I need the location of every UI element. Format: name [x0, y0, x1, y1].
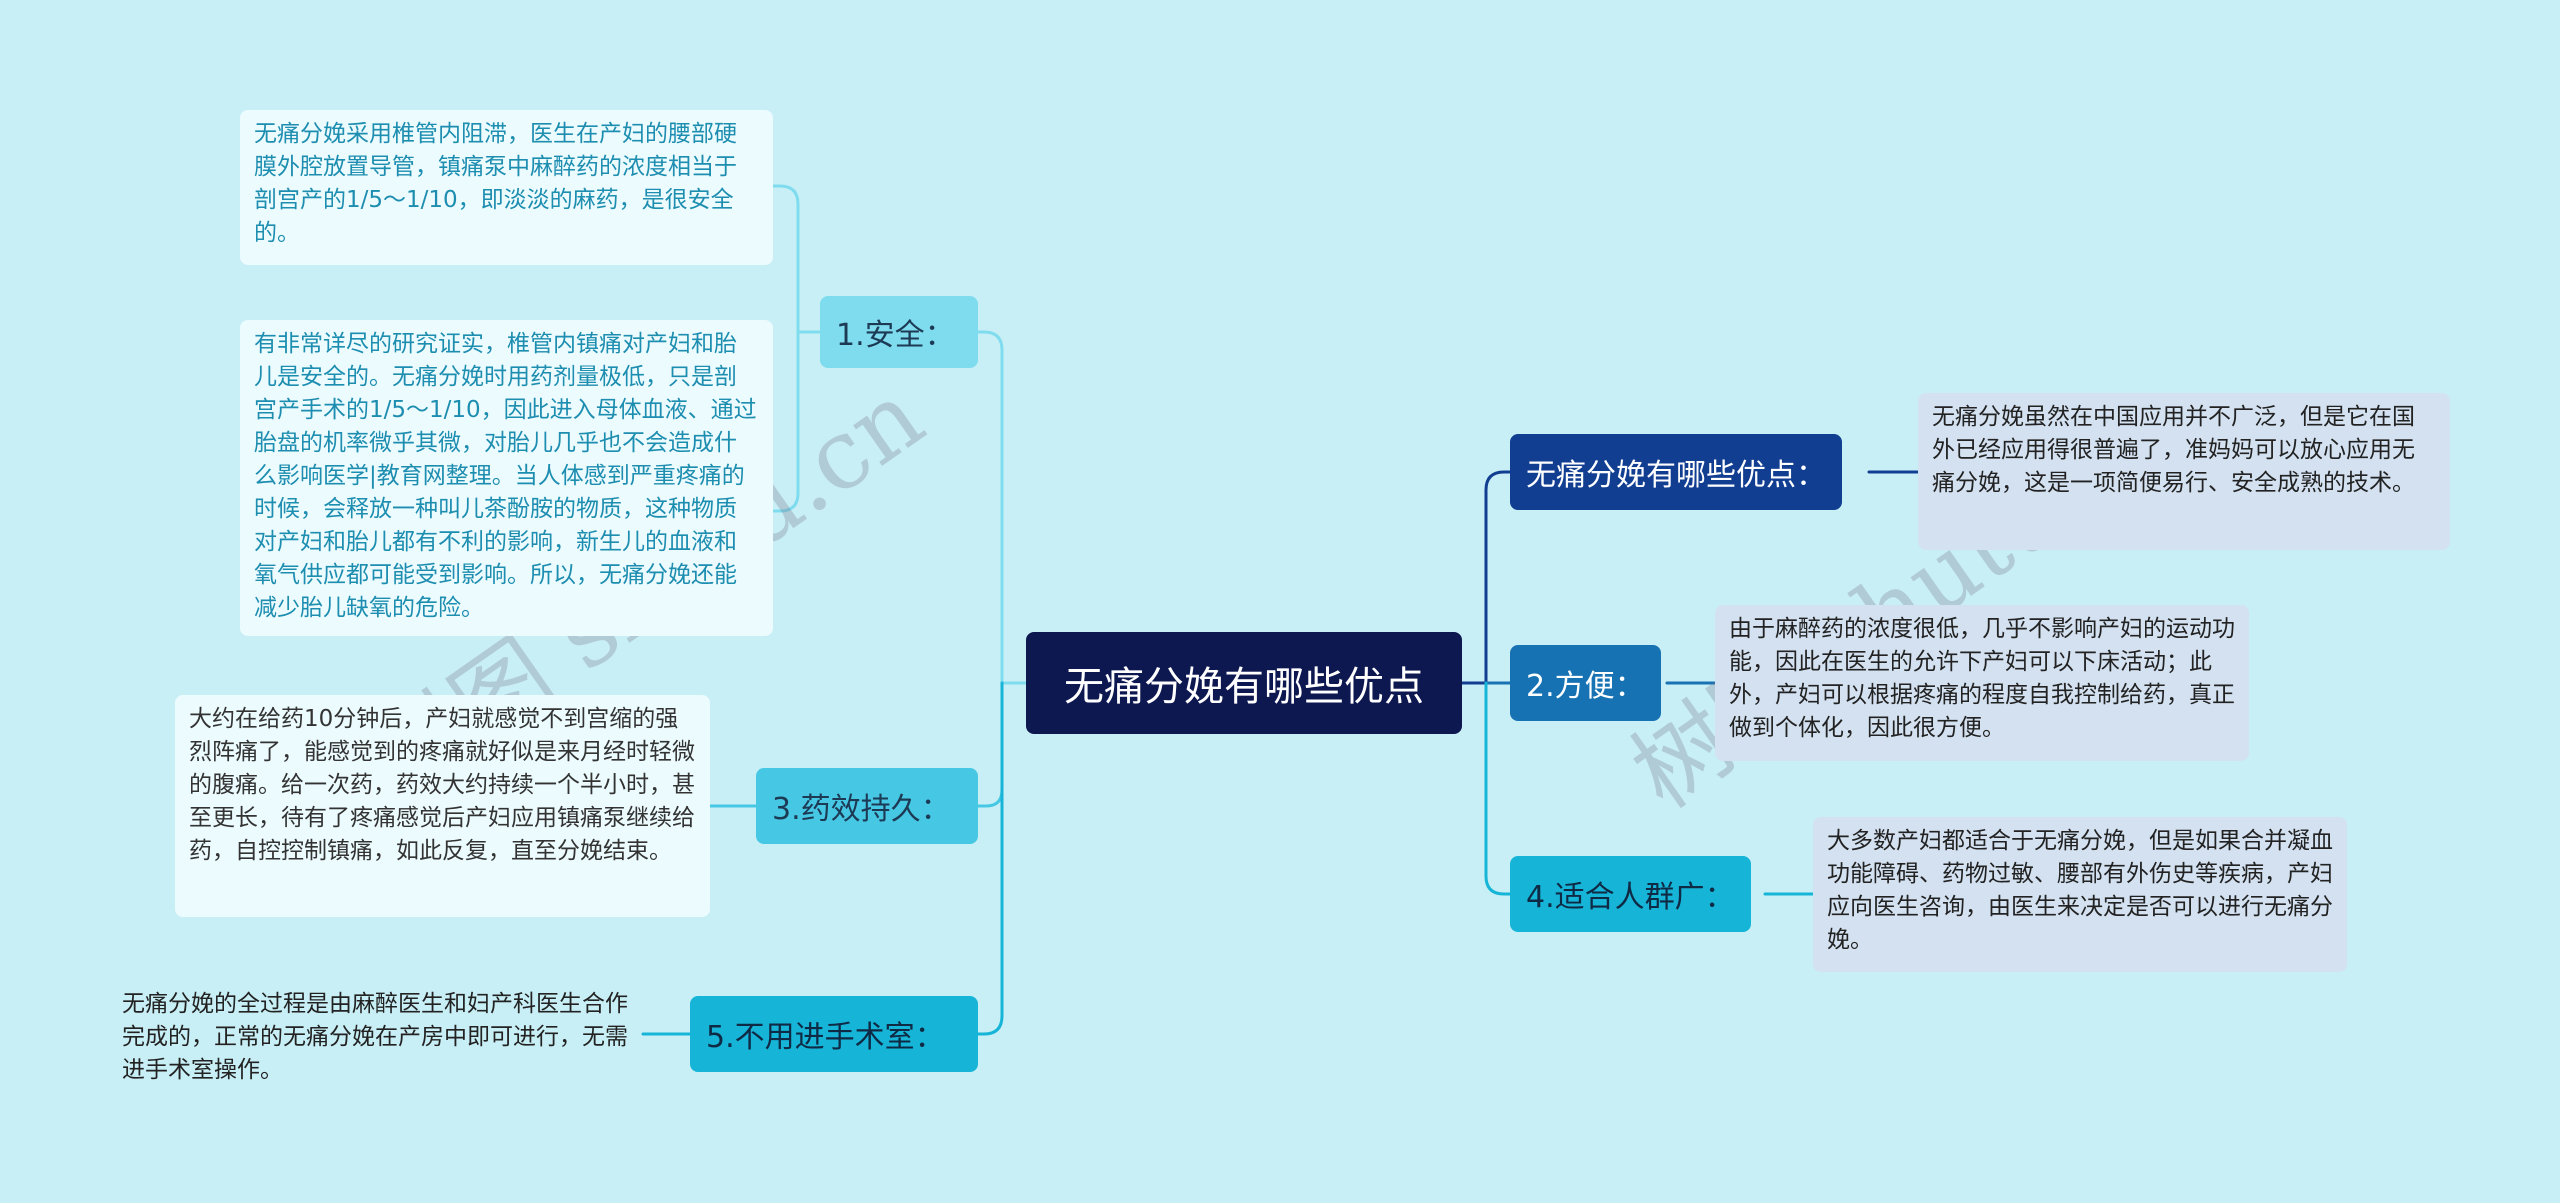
leaf-safe-1[interactable]: 无痛分娩采用椎管内阻滞，医生在产妇的腰部硬膜外腔放置导管，镇痛泵中麻醉药的浓度相… — [240, 110, 773, 265]
leaf-no-surgery[interactable]: 无痛分娩的全过程是由麻醉医生和妇产科医生合作完成的，正常的无痛分娩在产房中即可进… — [122, 991, 628, 1083]
leaf-convenient[interactable]: 由于麻醉药的浓度很低，几乎不影响产妇的运动功能，因此在医生的允许下产妇可以下床活… — [1715, 605, 2249, 761]
branch-lasting[interactable]: 3.药效持久： — [756, 768, 978, 844]
central-topic[interactable]: 无痛分娩有哪些优点 — [1026, 632, 1462, 734]
leaf-suitable[interactable]: 大多数产妇都适合于无痛分娩，但是如果合并凝血功能障碍、药物过敏、腰部有外伤史等疾… — [1813, 817, 2347, 972]
branch-convenient[interactable]: 2.方便： — [1510, 645, 1661, 721]
leaf-safe-2[interactable]: 有非常详尽的研究证实，椎管内镇痛对产妇和胎儿是安全的。无痛分娩时用药剂量极低，只… — [240, 320, 773, 636]
leaf-intro[interactable]: 无痛分娩虽然在中国应用并不广泛，但是它在国外已经应用得很普遍了，准妈妈可以放心应… — [1918, 393, 2450, 550]
leaf-lasting[interactable]: 大约在给药10分钟后，产妇就感觉不到宫缩的强烈阵痛了，能感觉到的疼痛就好似是来月… — [175, 695, 710, 917]
branch-suitable[interactable]: 4.适合人群广： — [1510, 856, 1751, 932]
branch-intro[interactable]: 无痛分娩有哪些优点： — [1510, 434, 1842, 510]
branch-safe[interactable]: 1.安全： — [820, 296, 978, 368]
branch-no-surgery[interactable]: 5.不用进手术室： — [690, 996, 978, 1072]
